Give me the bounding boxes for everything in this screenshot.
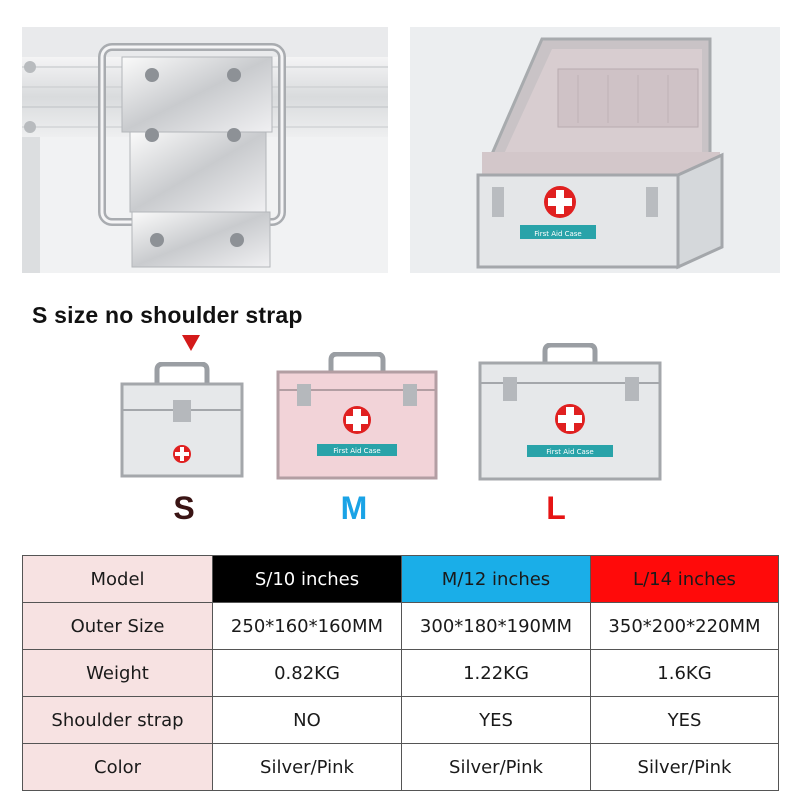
size-label-l: L	[546, 490, 566, 526]
table-cell: YES	[401, 696, 591, 744]
open-case-label: First Aid Case	[534, 230, 582, 238]
row-label: Weight	[22, 649, 213, 697]
large-case-image: First Aid Case	[475, 342, 665, 483]
table-row: Shoulder strap NO YES YES	[22, 696, 779, 744]
latch-closeup-photo	[22, 27, 388, 273]
spec-table: Model S/10 inches M/12 inches L/14 inche…	[22, 555, 779, 791]
table-row: Weight 0.82KG 1.22KG 1.6KG	[22, 649, 779, 697]
shoulder-strap-note: S size no shoulder strap	[32, 302, 303, 328]
row-label: Outer Size	[22, 602, 213, 650]
header-l: L/14 inches	[590, 555, 779, 603]
row-label: Shoulder strap	[22, 696, 213, 744]
table-row: Outer Size 250*160*160MM 300*180*190MM 3…	[22, 602, 779, 650]
table-cell: 1.6KG	[590, 649, 779, 697]
size-label-m: M	[340, 490, 368, 526]
medium-case-image: First Aid Case	[273, 351, 441, 482]
header-m: M/12 inches	[401, 555, 591, 603]
arrow-down-icon	[182, 335, 200, 351]
table-cell: Silver/Pink	[212, 743, 402, 791]
table-cell: Silver/Pink	[401, 743, 591, 791]
small-case-image	[117, 361, 247, 480]
large-case-label: First Aid Case	[546, 448, 594, 456]
table-header-row: Model S/10 inches M/12 inches L/14 inche…	[22, 555, 779, 603]
medium-case-label: First Aid Case	[333, 447, 381, 455]
table-cell: YES	[590, 696, 779, 744]
table-cell: NO	[212, 696, 402, 744]
open-case-photo: First Aid Case	[410, 27, 780, 273]
table-cell: 1.22KG	[401, 649, 591, 697]
header-s: S/10 inches	[212, 555, 402, 603]
table-cell: 350*200*220MM	[590, 602, 779, 650]
header-model: Model	[22, 555, 213, 603]
size-label-s: S	[173, 490, 195, 526]
table-cell: 250*160*160MM	[212, 602, 402, 650]
row-label: Color	[22, 743, 213, 791]
table-cell: Silver/Pink	[590, 743, 779, 791]
table-row: Color Silver/Pink Silver/Pink Silver/Pin…	[22, 743, 779, 791]
table-cell: 0.82KG	[212, 649, 402, 697]
table-cell: 300*180*190MM	[401, 602, 591, 650]
